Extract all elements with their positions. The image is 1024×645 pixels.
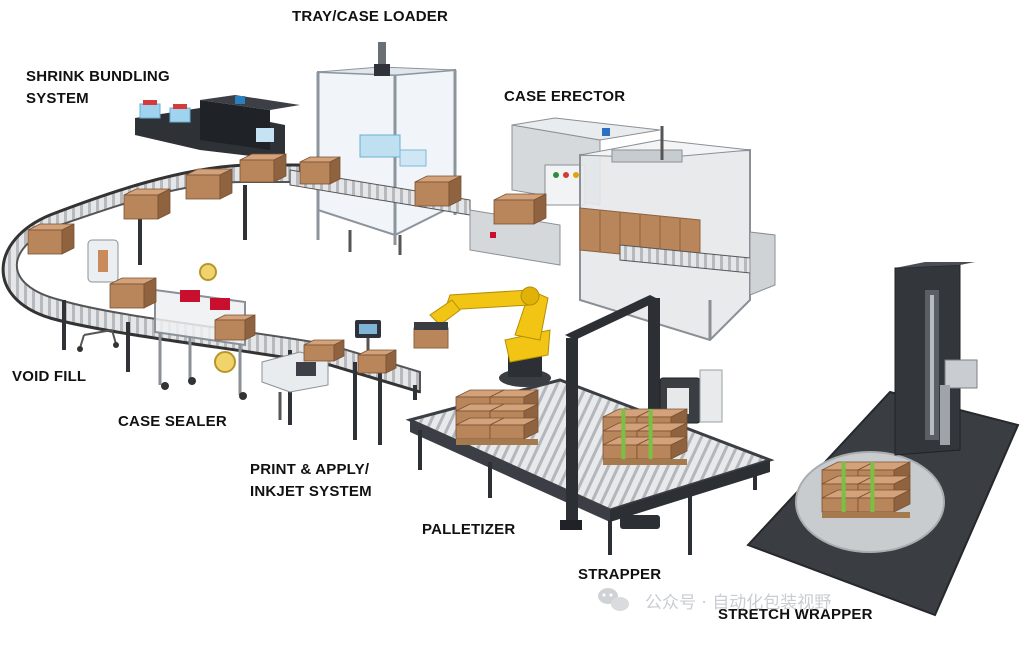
carton — [123, 188, 171, 220]
wechat-icon — [598, 588, 629, 611]
print-apply-system — [261, 320, 381, 420]
carton — [109, 277, 157, 309]
carton — [299, 156, 341, 185]
label-print-apply-line1: PRINT & APPLY/ — [250, 461, 370, 478]
carton — [185, 168, 233, 200]
pallet — [456, 439, 538, 445]
watermark-text: 公众号 · 自动化包装视野 — [645, 593, 832, 613]
carton — [357, 349, 397, 374]
pallet — [603, 459, 687, 465]
label-strapper: STRAPPER — [578, 566, 662, 583]
label-case-erector: CASE ERECTOR — [504, 88, 626, 105]
label-void-fill: VOID FILL — [12, 368, 87, 385]
shrink-bundling-system — [135, 95, 300, 160]
label-tray-case-loader: TRAY/CASE LOADER — [292, 8, 448, 25]
palletizer-load — [455, 389, 539, 445]
pallet — [822, 512, 910, 518]
palletizer-robot — [413, 286, 551, 387]
label-stretch-wrapper: STRETCH WRAPPER — [718, 606, 873, 623]
label-palletizer: PALLETIZER — [422, 521, 516, 538]
pallet-loads — [455, 389, 911, 518]
label-shrink-bundling-line1: SHRINK BUNDLING — [26, 68, 170, 85]
strap-band — [621, 409, 626, 459]
strap-band — [841, 462, 846, 512]
carton — [239, 153, 287, 183]
void-fill-machine — [77, 239, 119, 352]
label-case-sealer: CASE SEALER — [118, 413, 227, 430]
tray-case-loader — [289, 42, 471, 255]
strapper-load — [602, 408, 688, 465]
cartons — [27, 153, 547, 374]
label-shrink-bundling-line2: SYSTEM — [26, 90, 89, 107]
carton — [214, 314, 256, 341]
case-erector — [469, 117, 776, 342]
carton — [27, 223, 75, 255]
strap-band — [870, 462, 875, 512]
pallet-carton — [489, 417, 539, 440]
stretch-wrapper — [746, 262, 1020, 617]
label-print-apply-line2: INKJET SYSTEM — [250, 483, 372, 500]
wrapper-load — [821, 461, 911, 518]
carton — [414, 175, 462, 207]
strap-band — [648, 409, 653, 459]
carton — [303, 339, 345, 362]
carton — [493, 193, 547, 225]
